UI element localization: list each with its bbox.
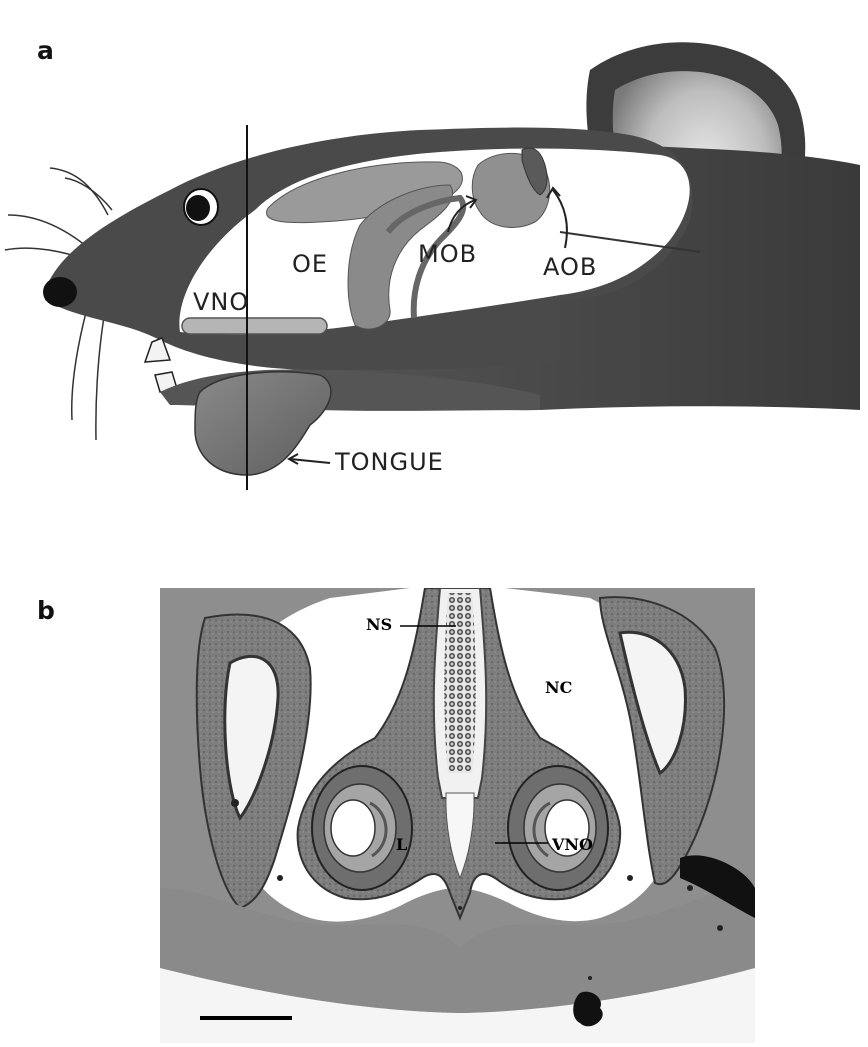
label-aob: AOB [543, 253, 597, 281]
label-ns: NS [366, 615, 392, 634]
incisors [145, 338, 178, 392]
scale-bar [200, 1016, 292, 1020]
eye [184, 189, 218, 225]
label-tongue: TONGUE [334, 448, 444, 476]
label-mob: MOB [418, 240, 477, 268]
label-oe: OE [292, 250, 328, 278]
nose [43, 277, 77, 307]
panel-b-letter: b [37, 596, 55, 625]
label-vno: VNO [193, 288, 249, 316]
label-vno-b: VNO [551, 835, 593, 854]
label-l: L [396, 835, 407, 854]
tongue-arrow [289, 454, 330, 464]
label-nc: NC [545, 678, 572, 697]
right-vno [508, 766, 608, 890]
vno-organ [182, 318, 327, 334]
tongue [195, 372, 331, 475]
mouse-head-drawing: OE MOB AOB VNO TONGUE [0, 0, 868, 520]
histology-section: NS NC L VNO [160, 588, 755, 1043]
left-vno [312, 766, 412, 890]
